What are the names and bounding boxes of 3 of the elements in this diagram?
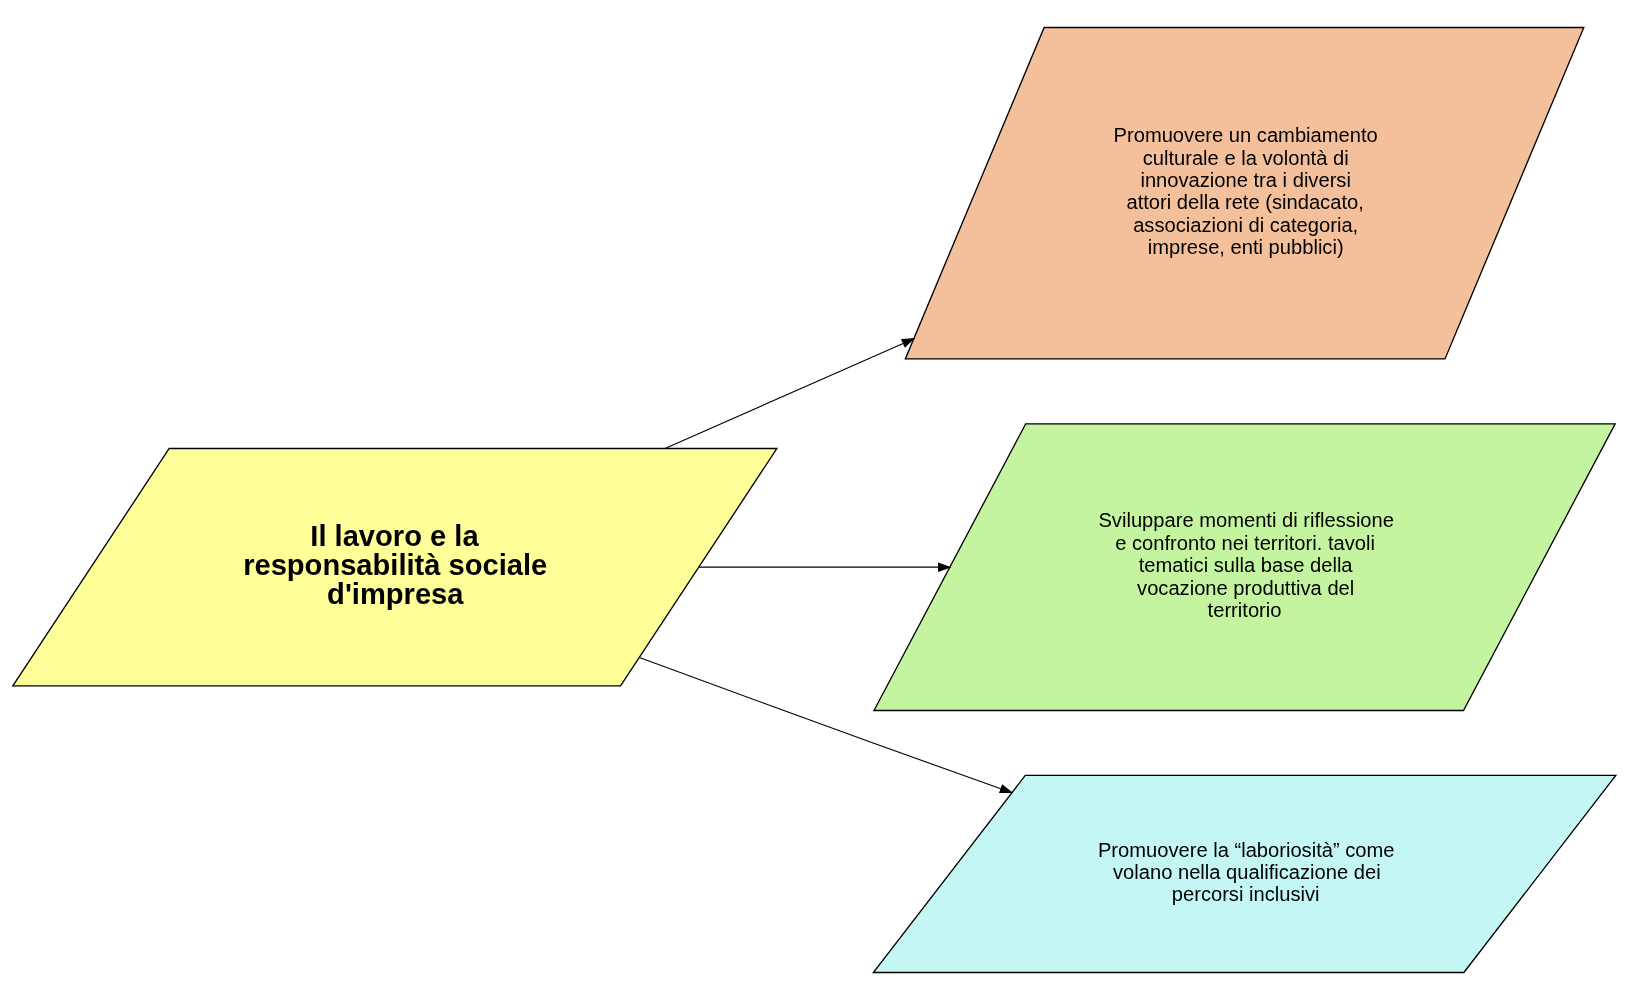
- arrow: [698, 561, 952, 572]
- arrow: [638, 656, 1014, 793]
- arrow: [664, 337, 916, 449]
